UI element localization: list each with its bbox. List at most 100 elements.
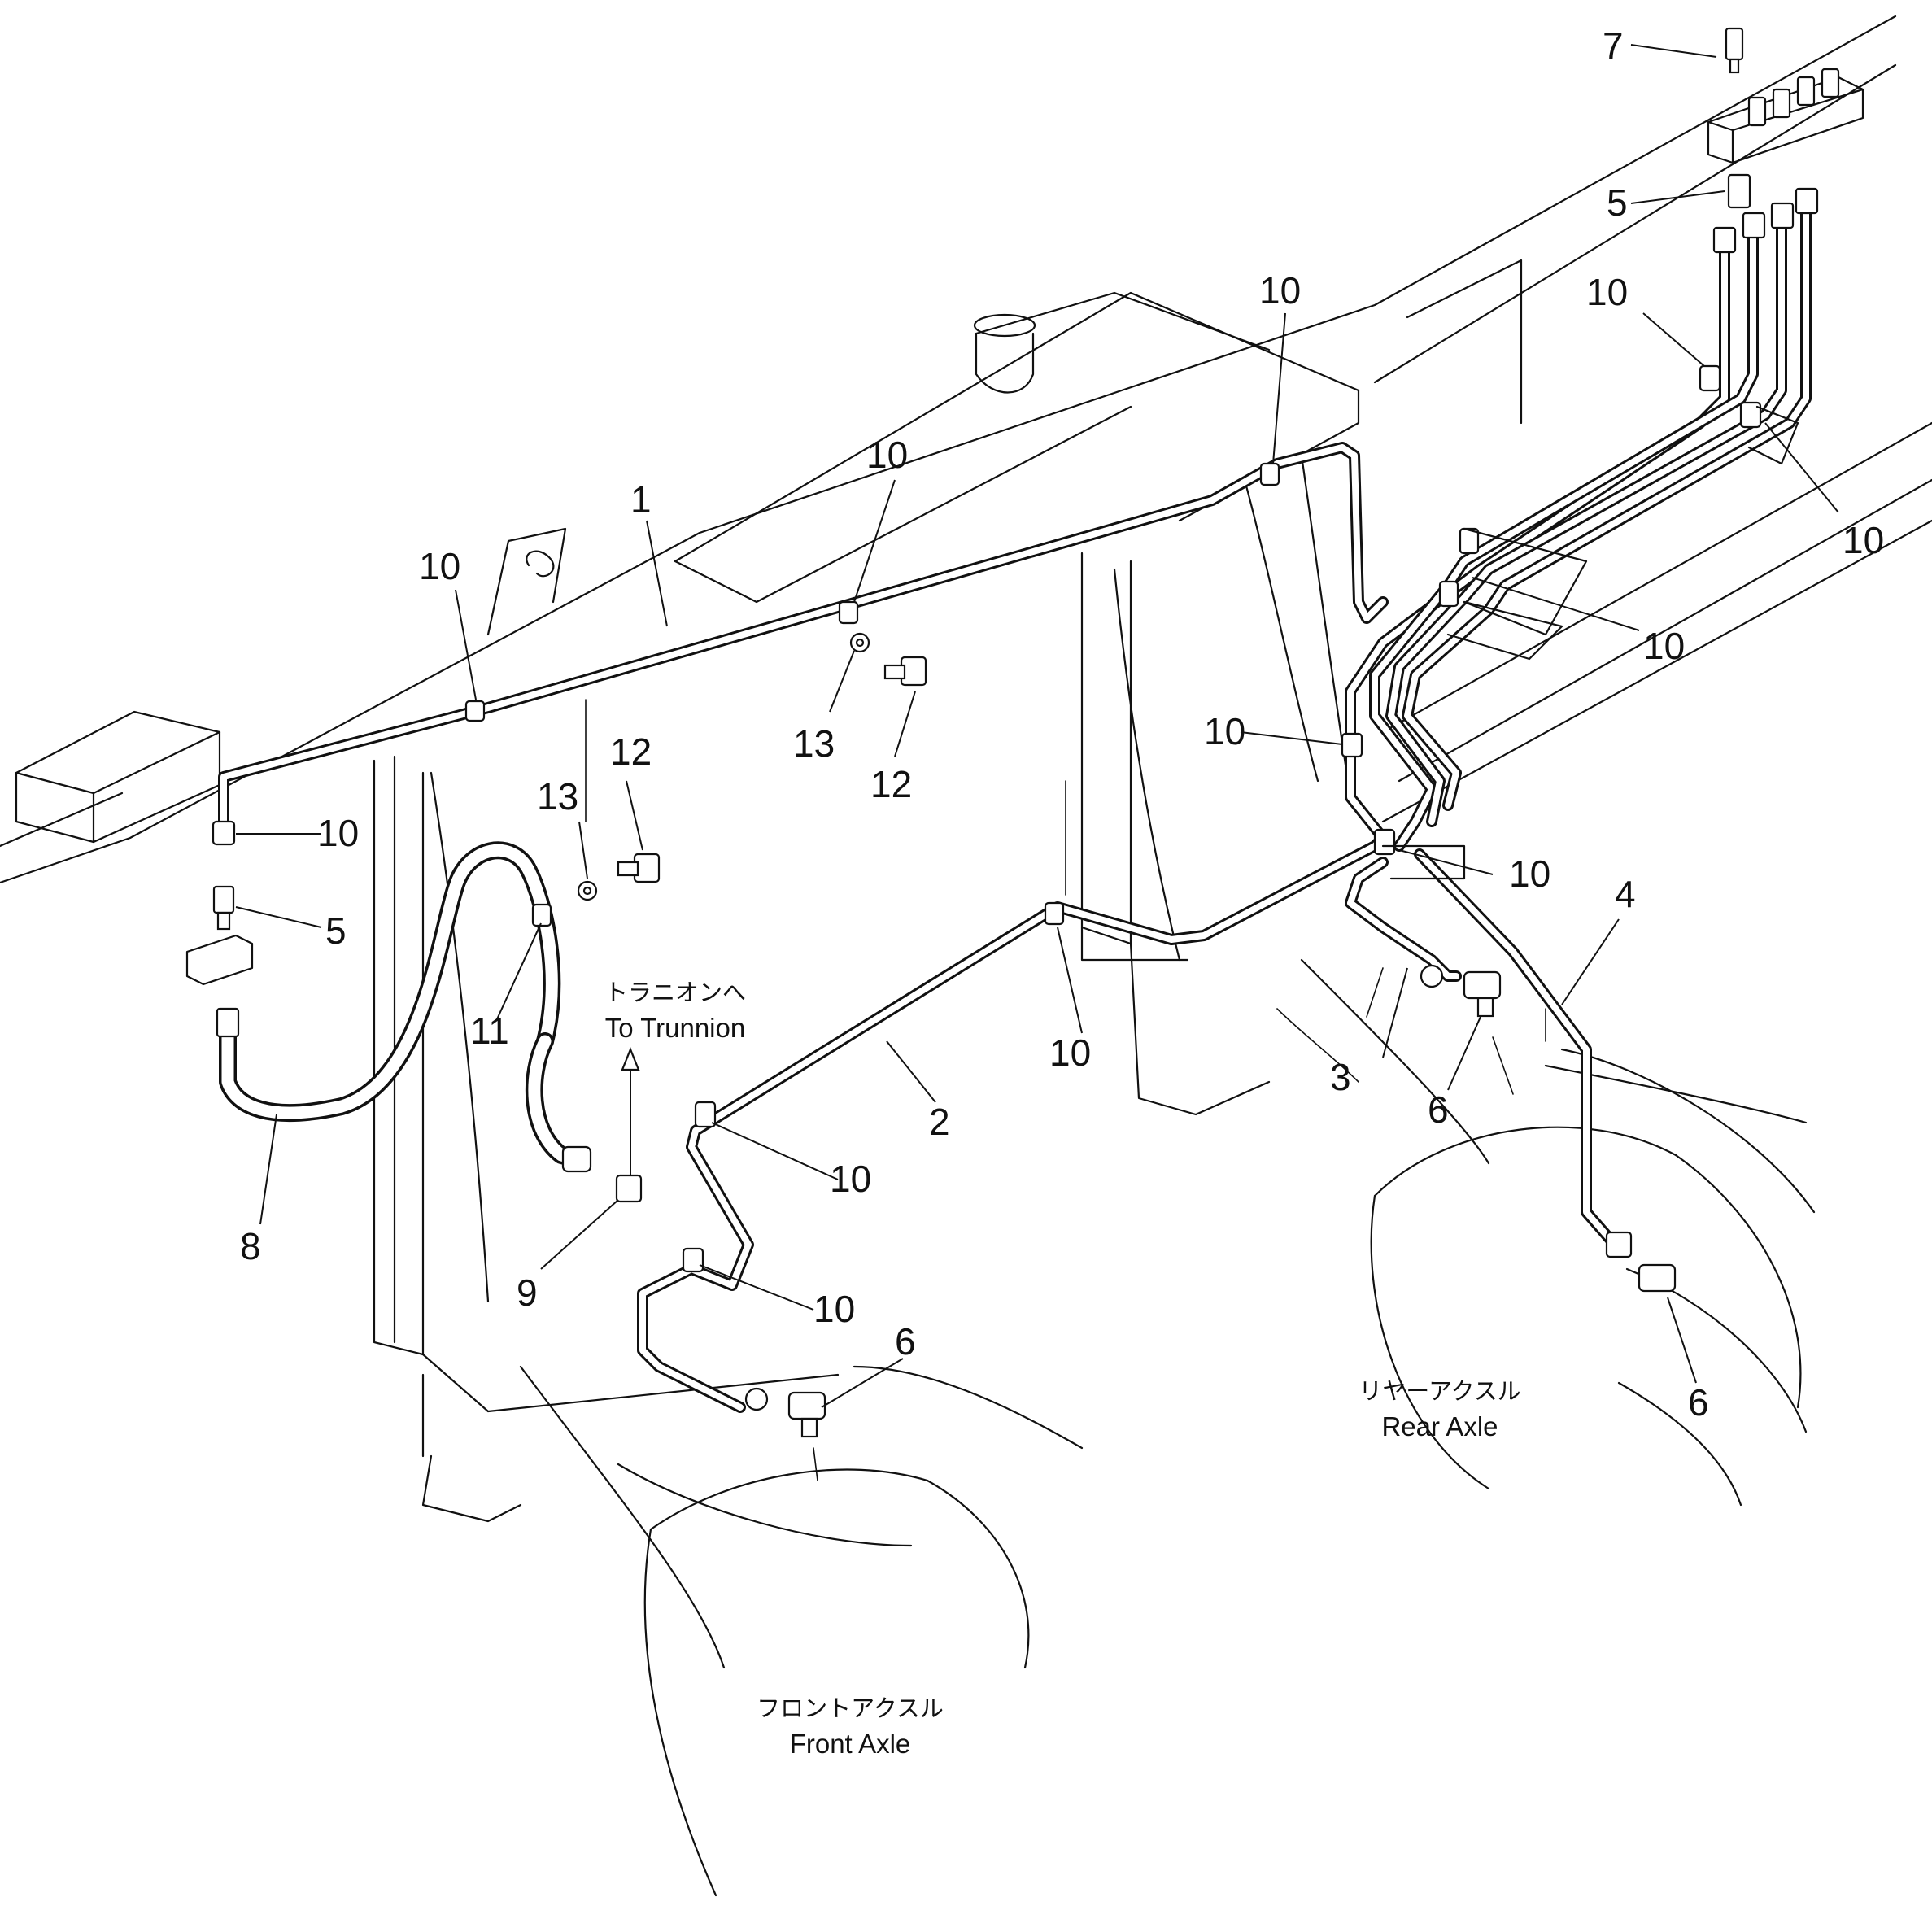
callout-6-rear-right: 6 [1688,1381,1709,1424]
hose-end-11 [561,1145,592,1173]
trunnion-note-en: To Trunnion [605,1013,745,1043]
callout-10-l: 10 [1643,625,1685,667]
clamps [212,364,1762,1273]
leader-10-j [1642,312,1705,367]
tube-3-end [1420,964,1444,988]
tube-3 [1345,857,1462,982]
leader-10-e [1057,927,1083,1034]
leader-12-center [626,780,643,851]
callout-8: 8 [240,1225,261,1267]
clamp-10a [464,700,486,722]
leader-10-l [1472,577,1640,631]
callout-4: 4 [1615,873,1636,915]
fitting-7 [1725,27,1744,61]
clamp-10m [1438,580,1459,608]
clamp-10i [1373,828,1396,856]
leader-9 [540,1199,619,1270]
callout-3: 3 [1330,1056,1351,1098]
callout-10-b: 10 [866,434,908,476]
clamp-10l [1459,527,1480,555]
annotation-notes: トラニオンへ To Trunnion リヤーアクスル Rear Axle フロン… [604,979,1521,1759]
callout-7: 7 [1603,24,1624,67]
clamp-10f [694,1101,717,1128]
callout-9: 9 [517,1271,538,1314]
callout-10-c: 10 [1259,269,1301,312]
leader-13-right [829,650,855,713]
fitting-5-left [212,885,235,914]
callout-12-right: 12 [870,763,912,805]
clamp-10b [838,600,859,625]
fitting-9 [615,1174,643,1203]
callout-10-h: 10 [1204,710,1245,752]
callout-12-center: 12 [610,730,652,773]
leader-1 [646,520,668,627]
rear-axle-note-en: Rear Axle [1381,1411,1498,1441]
leader-10-a [455,589,477,700]
leader-3 [1382,967,1408,1058]
callout-numbers: 7 5 10 10 10 1 10 10 10 10 10 4 3 6 6 10… [240,24,1884,1424]
clamp-10h [1341,732,1363,758]
callout-11: 11 [470,1010,509,1052]
callout-10-j: 10 [1586,271,1628,313]
trunnion-arrow-head [621,1047,640,1071]
clamp-10e [1044,901,1065,926]
clamp-10k [1739,401,1762,429]
fittings [185,27,1864,1438]
leader-12-right [894,691,916,757]
callout-6-front: 6 [895,1320,916,1363]
hose-8 [219,841,561,1122]
callout-6-rear-center: 6 [1428,1088,1449,1131]
leader-lines [235,44,1839,1481]
leader-10-f [711,1122,839,1180]
callout-10-i: 10 [1509,853,1550,895]
leader-10-c [1272,312,1286,464]
leader-6-rear-center [1447,1016,1481,1091]
elbow-6-rear-center [1463,970,1502,1000]
tube-2-end [744,1387,769,1411]
clamp-11 [531,903,552,927]
callout-10-d: 10 [317,812,359,854]
elbow-6-rear-right [1638,1263,1677,1293]
clamp-10j [1699,364,1721,392]
callout-13-right: 13 [793,722,835,765]
leader-13-center [578,821,588,879]
leader-6-front [821,1358,904,1408]
callout-1: 1 [630,478,652,521]
callout-10-a: 10 [419,545,460,587]
leader-11 [495,922,542,1022]
trunnion-note-jp: トラニオンへ [604,979,746,1006]
leader-5-right [1630,190,1725,204]
leader-10-h [1240,731,1343,745]
machine-frame [0,15,1932,1897]
fitting-5-right [1727,173,1751,209]
front-axle-note-jp: フロントアクスル [757,1694,944,1722]
leader-10-g [699,1264,814,1311]
leader-10-i [1398,849,1494,875]
leader-10-b [853,479,896,603]
elbow-6-front [787,1391,826,1420]
clamp-10g [682,1247,704,1273]
leader-2 [886,1040,936,1103]
callout-10-g: 10 [813,1288,855,1330]
rear-axle-note-jp: リヤーアクスル [1359,1377,1521,1405]
callout-13-center: 13 [537,775,578,818]
tag-labels [1381,405,1799,880]
callout-5-left: 5 [325,909,347,952]
leader-8 [259,1114,277,1225]
tube-2 [637,832,1389,1413]
tube-bundle [1345,198,1812,852]
tube-4-end [1605,1231,1633,1258]
leader-5-left [235,906,322,928]
leader-6-rear-right [1667,1297,1697,1384]
clamp-10d [212,820,236,846]
clamp-10c [1259,462,1280,486]
callout-5-right: 5 [1607,181,1628,224]
callout-10-e: 10 [1049,1031,1091,1074]
callout-10-f: 10 [830,1158,871,1200]
tube-1 [218,442,1389,835]
hose-11 [525,1032,587,1168]
leader-4 [1561,918,1620,1005]
leader-7 [1630,44,1717,58]
callout-10-k: 10 [1843,519,1884,561]
